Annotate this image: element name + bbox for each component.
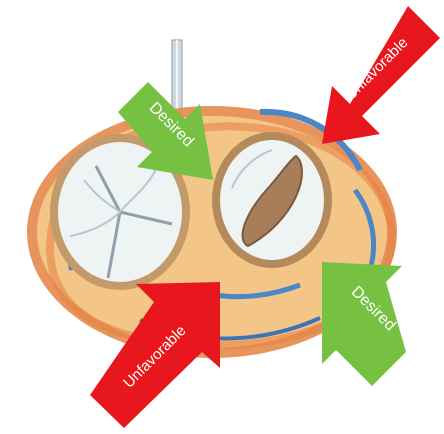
arrow-bottom-right-desired: Desired: [322, 262, 406, 386]
arrow-top-right-unfavorable: Unfavorable: [322, 6, 440, 144]
right-valve: [212, 132, 332, 268]
